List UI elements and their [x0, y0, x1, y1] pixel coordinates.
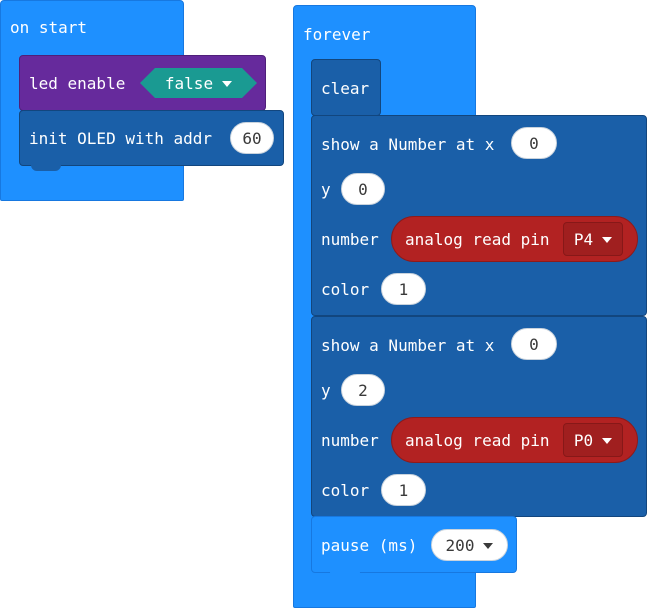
y-value: 0: [358, 179, 368, 199]
forever-title: forever: [303, 25, 371, 44]
pause-dropdown[interactable]: 200: [431, 529, 508, 561]
y-input[interactable]: 2: [341, 374, 385, 406]
pause-label: pause (ms): [321, 536, 418, 555]
on-start-title: on start: [10, 18, 88, 37]
color-label: color: [321, 280, 370, 299]
pause-block[interactable]: pause (ms) 200: [311, 516, 517, 573]
block-notch: [330, 572, 360, 578]
number-label: number: [321, 431, 379, 450]
color-input[interactable]: 1: [381, 474, 426, 506]
analog-read-pin-block[interactable]: analog read pin P0: [391, 417, 638, 463]
clear-block[interactable]: clear: [311, 59, 381, 116]
pause-value: 200: [445, 535, 475, 555]
show-number-label: show a Number at x: [321, 135, 495, 154]
color-label: color: [321, 481, 370, 500]
oled-addr-input[interactable]: 60: [230, 122, 274, 154]
block-notch: [31, 165, 61, 171]
pin-dropdown[interactable]: P4: [563, 222, 623, 256]
chevron-down-icon: [222, 81, 232, 87]
chevron-down-icon: [602, 438, 613, 444]
x-input[interactable]: 0: [511, 127, 557, 159]
init-oled-block[interactable]: init OLED with addr 60: [19, 110, 284, 166]
color-value: 1: [398, 279, 409, 299]
pin-dropdown[interactable]: P0: [563, 423, 623, 457]
y-label: y: [321, 180, 331, 199]
x-value: 0: [529, 334, 539, 354]
led-enable-value: false: [164, 73, 214, 93]
color-input[interactable]: 1: [381, 273, 426, 305]
number-label: number: [321, 230, 379, 249]
pin-value: P4: [573, 229, 594, 249]
analog-read-label: analog read pin: [405, 431, 550, 450]
x-value: 0: [529, 133, 539, 153]
show-number-label: show a Number at x: [321, 336, 495, 355]
y-value: 2: [358, 380, 368, 400]
led-enable-label: led enable: [29, 74, 126, 93]
color-value: 1: [398, 480, 409, 500]
chevron-down-icon: [483, 543, 494, 549]
init-oled-label: init OLED with addr: [29, 129, 213, 148]
chevron-down-icon: [602, 237, 613, 243]
oled-addr-value: 60: [242, 128, 262, 148]
analog-read-pin-block[interactable]: analog read pin P4: [391, 216, 638, 262]
led-enable-block[interactable]: led enable false: [19, 55, 266, 111]
show-number-block[interactable]: show a Number at x 0 y 2 number analog r…: [311, 316, 647, 517]
x-input[interactable]: 0: [511, 328, 557, 360]
show-number-block[interactable]: show a Number at x 0 y 0 number analog r…: [311, 115, 647, 316]
pin-value: P0: [573, 430, 594, 450]
y-input[interactable]: 0: [341, 173, 385, 205]
y-label: y: [321, 381, 331, 400]
on-start-block[interactable]: on start led enable false init OLED with…: [0, 0, 284, 201]
analog-read-label: analog read pin: [405, 230, 550, 249]
led-enable-dropdown[interactable]: false: [140, 68, 257, 98]
clear-label: clear: [321, 79, 370, 98]
